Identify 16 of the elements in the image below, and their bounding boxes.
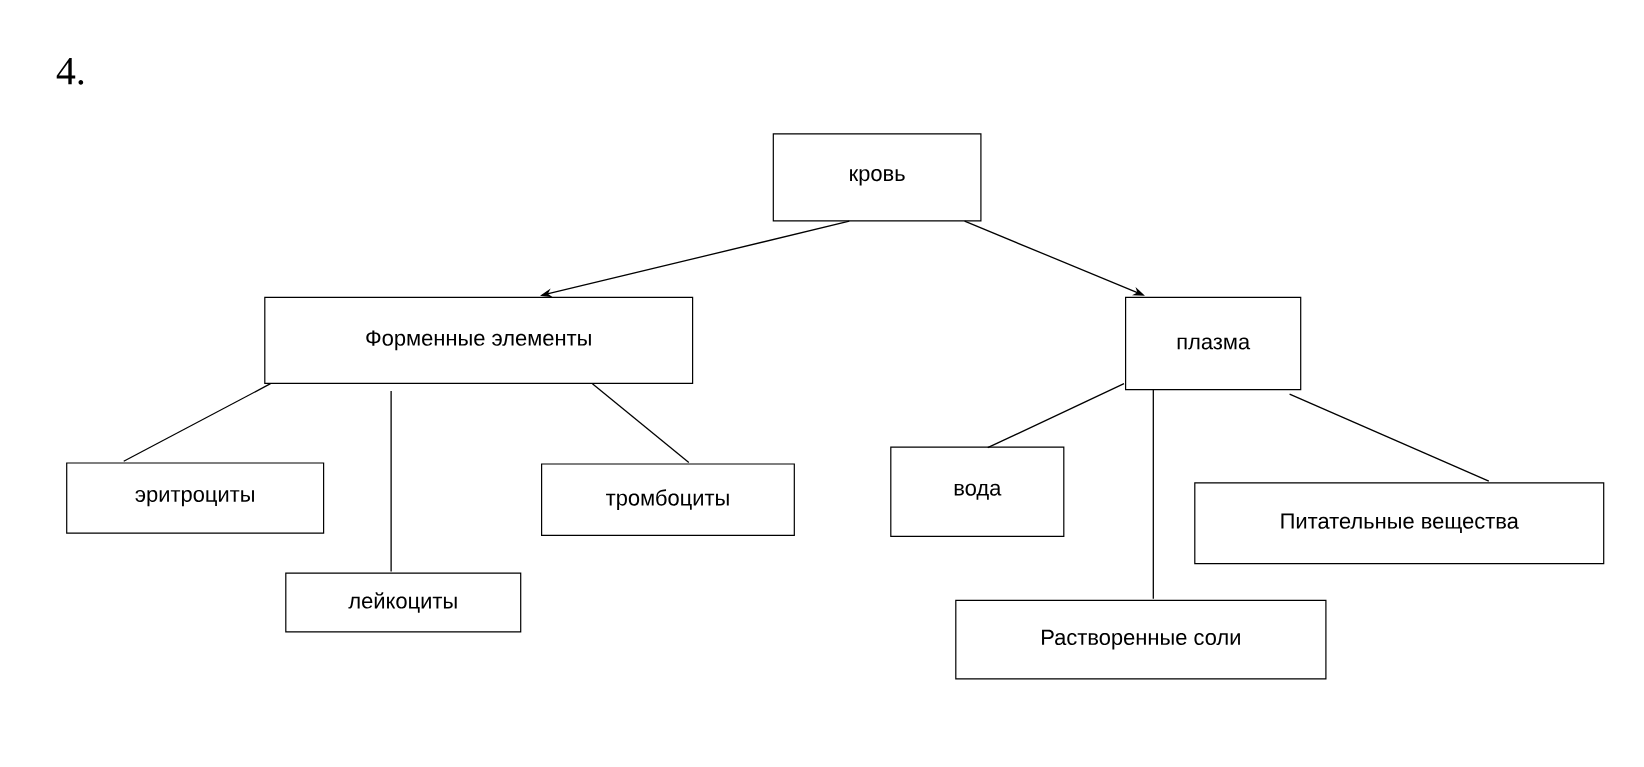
text-box: Форменные элементы: [264, 296, 694, 384]
text-box: Растворенные соли: [955, 599, 1327, 680]
text-box: кровь: [772, 133, 982, 222]
connector-line: [987, 383, 1125, 449]
connector-line: [390, 390, 392, 573]
connector-line: [591, 383, 690, 464]
item-number: 4.: [56, 57, 84, 85]
text-box: Питательные вещества: [1194, 482, 1605, 565]
text-box: тромбоциты: [541, 463, 795, 536]
connector-line: [1152, 389, 1154, 600]
connector-line: [1288, 393, 1490, 482]
text-box: плазма: [1125, 296, 1302, 391]
text-box: лейкоциты: [285, 572, 522, 633]
connector-line: [123, 383, 272, 462]
text-box: эритроциты: [66, 462, 325, 534]
text-box: вода: [890, 446, 1065, 537]
